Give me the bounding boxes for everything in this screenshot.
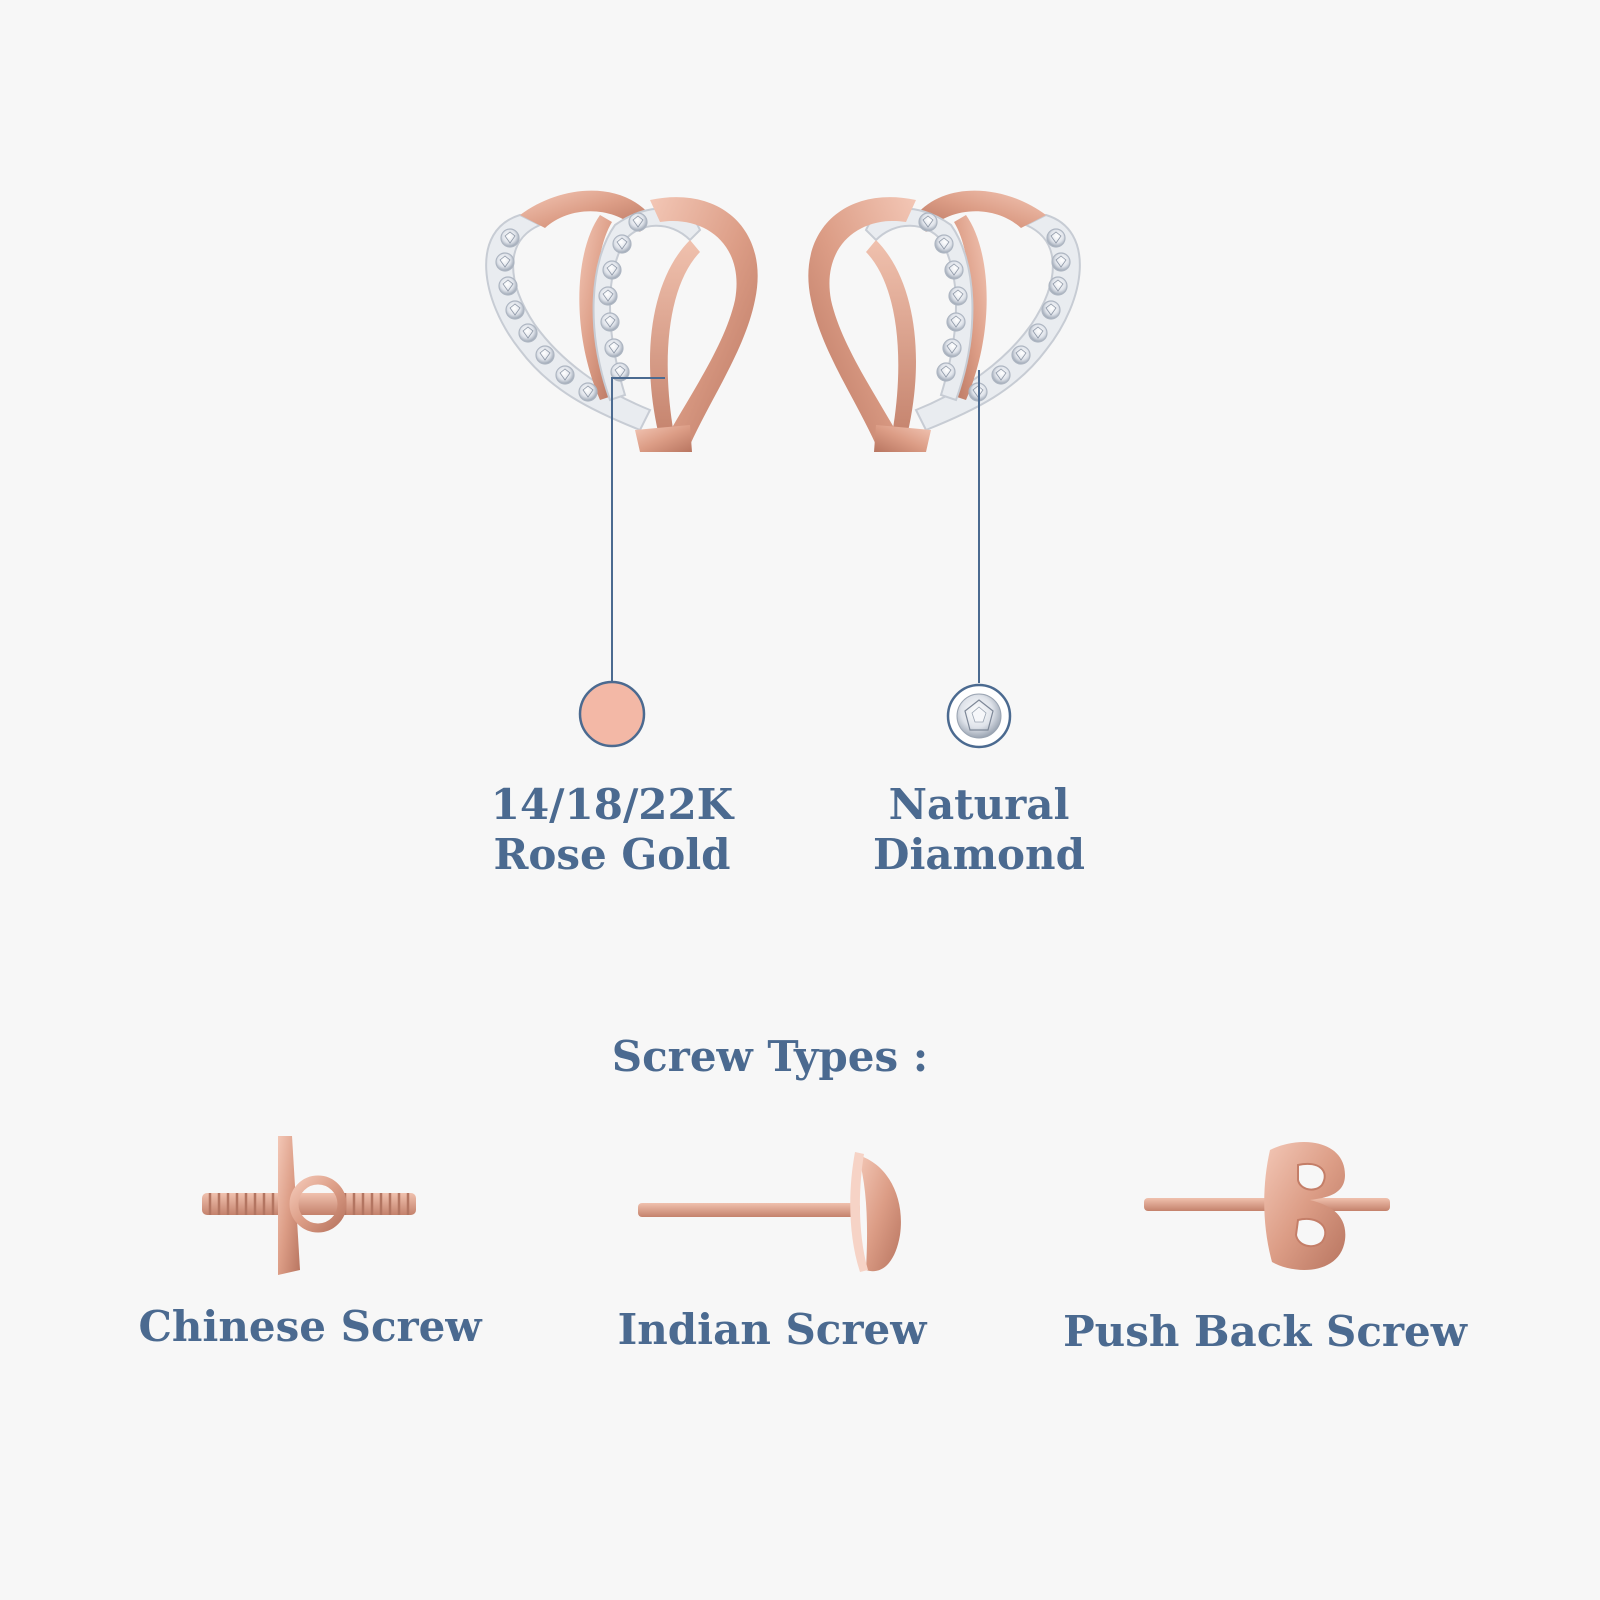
push-back-screw-label: Push Back Screw — [1063, 1307, 1467, 1356]
stone-callout-line2: Diamond — [873, 830, 1085, 879]
diamond-swatch-icon — [946, 683, 1012, 749]
push-back-screw-icon — [1144, 1142, 1390, 1270]
left-heart-earring-icon — [485, 190, 758, 452]
metal-callout-line1: 14/18/22K — [490, 780, 734, 829]
indian-screw-icon — [638, 1152, 901, 1272]
chinese-screw-label: Chinese Screw — [138, 1302, 482, 1351]
metal-callout-label: 14/18/22K Rose Gold — [462, 780, 762, 880]
stone-callout-line1: Natural — [888, 780, 1070, 829]
stone-callout-label: Natural Diamond — [829, 780, 1129, 880]
right-heart-earring-icon — [808, 190, 1081, 452]
indian-screw-label: Indian Screw — [617, 1305, 927, 1354]
screw-types-heading: Screw Types : — [611, 1032, 929, 1081]
metal-callout-line — [611, 377, 665, 683]
rose-gold-swatch-icon — [578, 680, 646, 748]
metal-callout-line2: Rose Gold — [493, 830, 731, 879]
chinese-screw-icon — [202, 1136, 416, 1275]
